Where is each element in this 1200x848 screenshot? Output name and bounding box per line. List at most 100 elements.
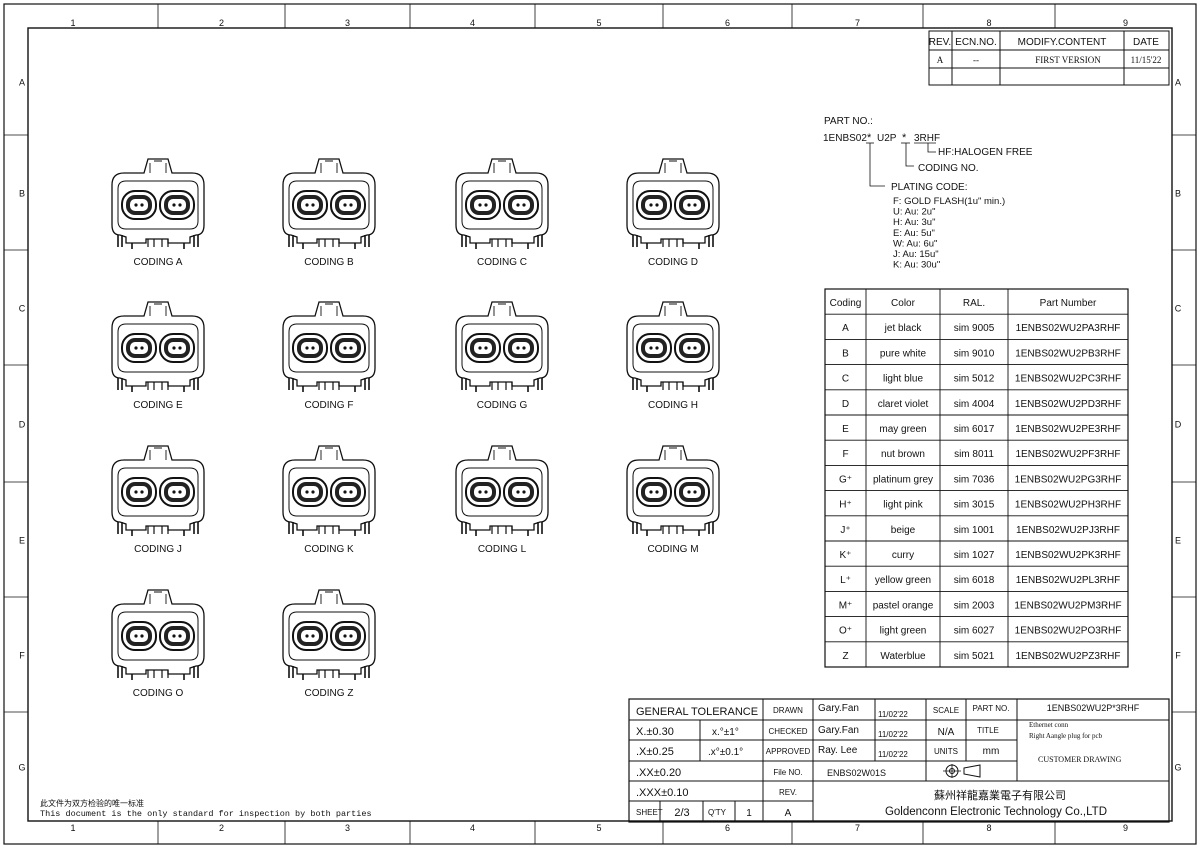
- row-label-left: F: [19, 651, 25, 661]
- row-label-right: B: [1175, 189, 1181, 199]
- checked-date: 11/02'22: [878, 730, 908, 739]
- connector-drawing: CODING M: [626, 445, 720, 555]
- coding-table-cell: sim 9005: [954, 323, 995, 334]
- column-label-top: 6: [725, 18, 730, 28]
- units-label: UNITS: [934, 747, 958, 756]
- column-label-bottom: 7: [855, 823, 860, 833]
- coding-table-cell: B: [842, 348, 849, 359]
- coding-table-cell: sim 7036: [954, 474, 995, 485]
- coding-table-cell: M⁺: [839, 600, 853, 611]
- coding-table-cell: 1ENBS02WU2PJ3RHF: [1016, 525, 1120, 536]
- units-value: mm: [983, 746, 1000, 757]
- connector-drawing: CODING F: [282, 301, 376, 411]
- customer-drawing: CUSTOMER DRAWING: [1038, 755, 1122, 764]
- title-line-2: Right Aangle plug for pcb: [1029, 732, 1103, 740]
- rev-value: A: [785, 808, 792, 819]
- coding-table-cell: sim 8011: [954, 449, 994, 460]
- part-no-value: 1ENBS02WU2P*3RHF: [1047, 703, 1140, 713]
- tolerance-x-1: .X±0.25: [636, 746, 674, 758]
- border-zone-marks: [4, 4, 1196, 844]
- column-label-top: 3: [345, 18, 350, 28]
- column-label-top: 8: [986, 18, 991, 28]
- column-label-bottom: 2: [219, 823, 224, 833]
- connector-drawing: CODING J: [111, 445, 205, 555]
- column-label-bottom: 1: [70, 823, 75, 833]
- scale-value: N/A: [938, 727, 955, 738]
- connector-outline: [111, 301, 205, 393]
- coding-table-cell: claret violet: [878, 399, 929, 410]
- connector-drawing: CODING L: [455, 445, 549, 555]
- plating-code-title: PLATING CODE:: [891, 182, 968, 193]
- row-label-right: D: [1175, 420, 1182, 430]
- footer-note-chinese: 此文件为双方检验的唯一标准: [40, 798, 144, 808]
- plating-code-item: W: Au: 6u": [893, 238, 937, 249]
- coding-table-cell: A: [842, 323, 849, 334]
- drawn-date: 11/02'22: [878, 710, 908, 719]
- coding-table-cell: beige: [891, 525, 916, 536]
- rev-header-ecn: ECN.NO.: [955, 37, 997, 48]
- coding-no-note: CODING NO.: [918, 163, 979, 174]
- rev-header-content: MODIFY.CONTENT: [1018, 37, 1107, 48]
- tolerance-x: X.±0.30: [636, 726, 674, 738]
- row-label-right: C: [1175, 304, 1182, 314]
- connector-drawing: CODING D: [626, 158, 720, 268]
- connector-label: CODING B: [304, 257, 354, 268]
- coding-table-header: Coding: [830, 298, 862, 309]
- coding-table-cell: sim 1027: [954, 550, 995, 561]
- coding-table-cell: 1ENBS02WU2PB3RHF: [1015, 348, 1121, 359]
- coding-table-cell: light green: [880, 626, 927, 637]
- coding-table-cell: Waterblue: [880, 651, 926, 662]
- connector-label: CODING L: [478, 544, 527, 555]
- column-label-bottom: 9: [1123, 823, 1128, 833]
- title-line-1: Ethernet conn: [1029, 721, 1069, 729]
- row-label-left: C: [19, 304, 26, 314]
- coding-table-cell: sim 9010: [954, 348, 995, 359]
- connector-outline: [282, 589, 376, 681]
- connector-outline: [455, 445, 549, 537]
- coding-table-cell: J⁺: [840, 525, 850, 536]
- connector-label: CODING J: [134, 544, 182, 555]
- rev-cell-ecn: --: [973, 55, 979, 65]
- connector-drawing: CODING C: [455, 158, 549, 268]
- outer-frame: [3, 3, 1197, 845]
- rev-header-rev: REV.: [929, 37, 951, 48]
- coding-table-cell: light pink: [883, 500, 923, 511]
- sheet-label: SHEET: [636, 808, 663, 817]
- projection-symbol-icon: [943, 764, 981, 778]
- coding-table-header: Color: [891, 298, 916, 309]
- connector-outline: [626, 301, 720, 393]
- coding-table-cell: pastel orange: [873, 600, 934, 611]
- coding-table-cell: 1ENBS02WU2PG3RHF: [1015, 474, 1122, 485]
- connector-drawing: CODING A: [111, 158, 205, 268]
- connector-outline: [282, 445, 376, 537]
- connector-outline: [626, 158, 720, 250]
- connector-label: CODING M: [647, 544, 698, 555]
- drawn-name: Gary.Fan: [818, 703, 859, 714]
- coding-table-cell: sim 5021: [954, 651, 995, 662]
- coding-table-cell: L⁺: [840, 575, 851, 586]
- plating-code-item: H: Au: 3u": [893, 217, 935, 228]
- coding-table-cell: F: [842, 449, 848, 460]
- part-no-star-2: *: [902, 132, 907, 144]
- coding-table-cell: jet black: [884, 323, 923, 334]
- column-label-top: 7: [855, 18, 860, 28]
- connector-label: CODING C: [477, 257, 527, 268]
- connector-label: CODING A: [134, 257, 183, 268]
- column-label-bottom: 4: [470, 823, 475, 833]
- plating-code-item: E: Au: 5u": [893, 228, 935, 239]
- connector-outline: [111, 589, 205, 681]
- column-label-top: 2: [219, 18, 224, 28]
- coding-table-cell: H⁺: [839, 500, 852, 511]
- rev-header-date: DATE: [1133, 37, 1159, 48]
- row-label-left: A: [19, 78, 25, 88]
- column-label-bottom: 5: [596, 823, 601, 833]
- rev-label: REV.: [779, 788, 797, 797]
- row-label-left: D: [19, 420, 26, 430]
- coding-table-cell: light blue: [883, 374, 923, 385]
- rev-cell-content: FIRST VERSION: [1035, 55, 1101, 65]
